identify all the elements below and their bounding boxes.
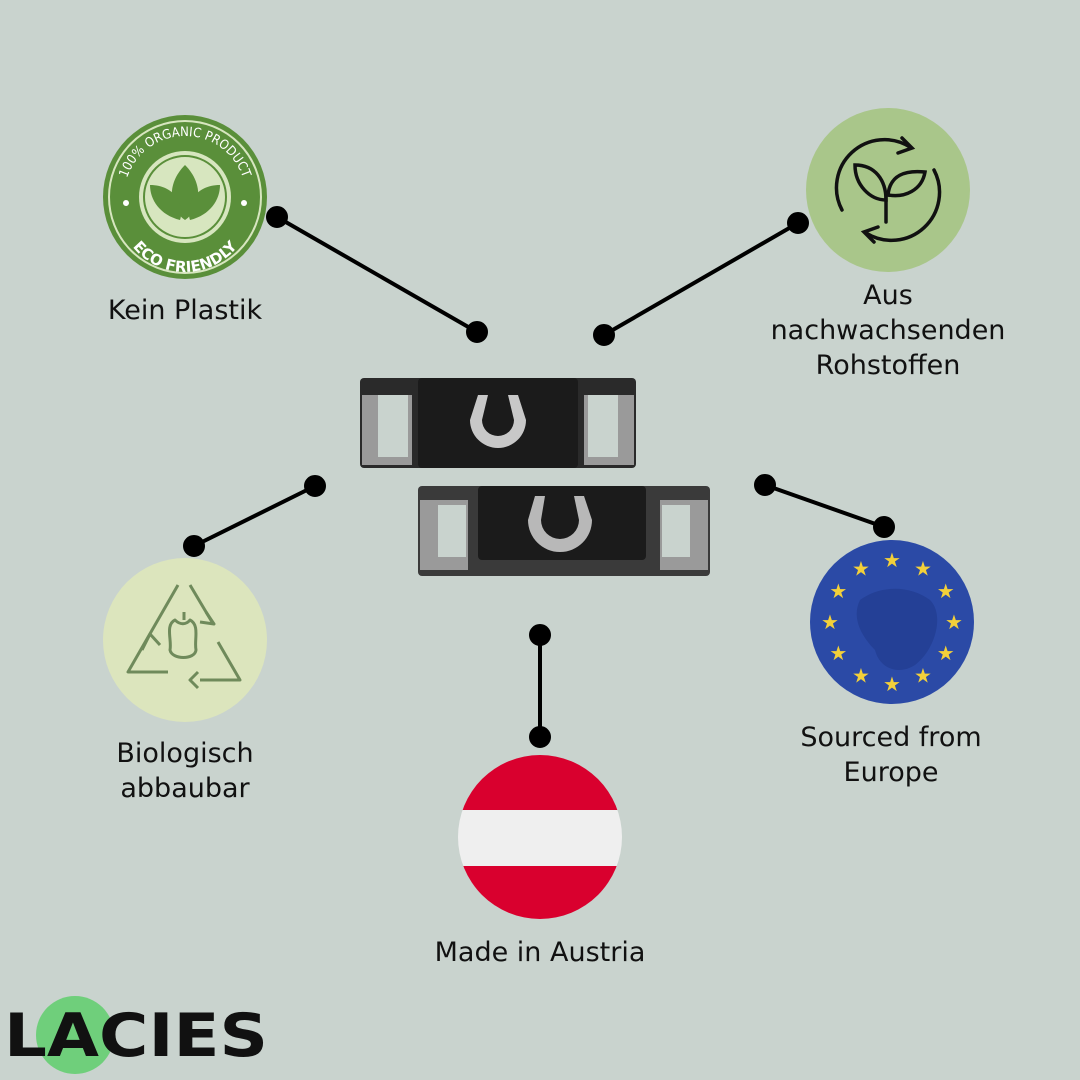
eu-star-icon: ★ [937,579,955,603]
lacies-logo: LACIES [4,996,268,1074]
leaf-cycle-icon [806,108,970,272]
eu-star-icon: ★ [852,556,870,580]
label-austria: Made in Austria [434,937,646,968]
austria-flag-icon [458,755,622,919]
eu-star-icon: ★ [937,641,955,665]
eu-star-icon: ★ [914,664,932,688]
connector-austria [529,624,551,748]
label-kein-plastik: Kein Plastik [107,295,263,326]
svg-text:LACIES: LACIES [4,1001,268,1071]
product-clip-bottom [418,486,710,576]
connector-abbaubar [183,475,326,557]
eu-star-icon: ★ [914,556,932,580]
eu-star-icon: ★ [829,579,847,603]
compost-recycle-icon [103,558,267,722]
eu-star-icon: ★ [883,548,901,572]
eu-star-icon: ★ [945,610,963,634]
eu-star-icon: ★ [821,610,839,634]
product-clip-top [360,378,636,468]
organic-badge-icon: 100% ORGANIC PRODUCT ECO FRIENDLY [103,115,267,279]
connector-rohstoffe [593,212,809,346]
eu-star-icon: ★ [883,672,901,696]
eu-star-icon: ★ [852,664,870,688]
connector-kein-plastik [266,206,488,343]
eu-star-icon: ★ [829,641,847,665]
eu-flag-icon: ★★★★★★★★★★★★ [810,540,974,704]
connector-europe [754,474,895,538]
